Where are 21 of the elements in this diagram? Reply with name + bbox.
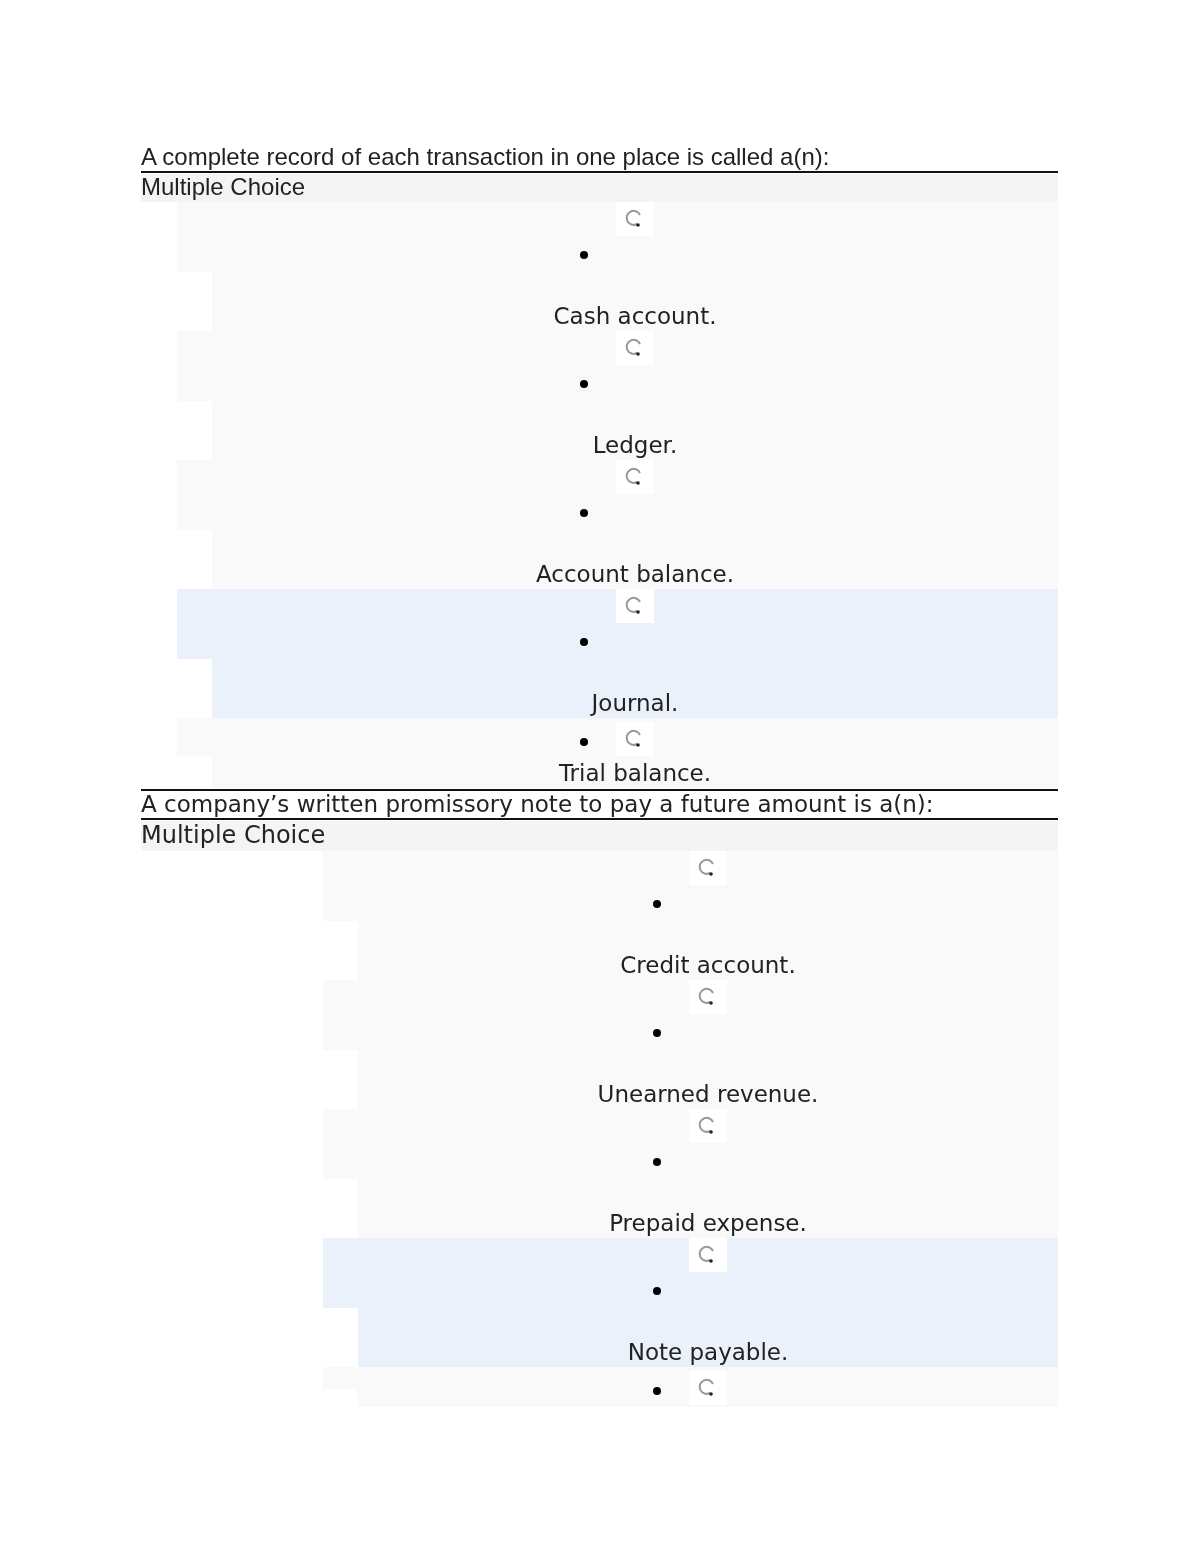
option-row xyxy=(177,202,1058,331)
question-text: A company’s written promissory note to pay a future amount is a(n): xyxy=(141,791,934,817)
question-type-label: Multiple Choice xyxy=(141,173,306,201)
option-row xyxy=(323,1367,1058,1407)
question-type-label: Multiple Choice xyxy=(141,821,326,849)
option-row xyxy=(177,718,1058,788)
option-text: Journal. xyxy=(589,690,680,716)
selected-option-row xyxy=(177,589,1058,718)
question-text: A complete record of each transaction in one place is called a(n): xyxy=(141,143,830,171)
option-row xyxy=(323,1109,1058,1238)
option-text: Ledger. xyxy=(591,432,679,458)
option-text: Trial balance. xyxy=(557,760,713,786)
option-row xyxy=(177,460,1058,589)
option-text: Prepaid expense. xyxy=(608,1210,808,1236)
option-text: Unearned revenue. xyxy=(596,1081,820,1107)
option-text: Cash account. xyxy=(552,303,718,329)
option-row xyxy=(323,851,1058,980)
selected-option-row xyxy=(323,1238,1058,1367)
option-text: Note payable. xyxy=(626,1339,790,1365)
option-text: Credit account. xyxy=(619,952,797,978)
option-text: Account balance. xyxy=(534,561,735,587)
